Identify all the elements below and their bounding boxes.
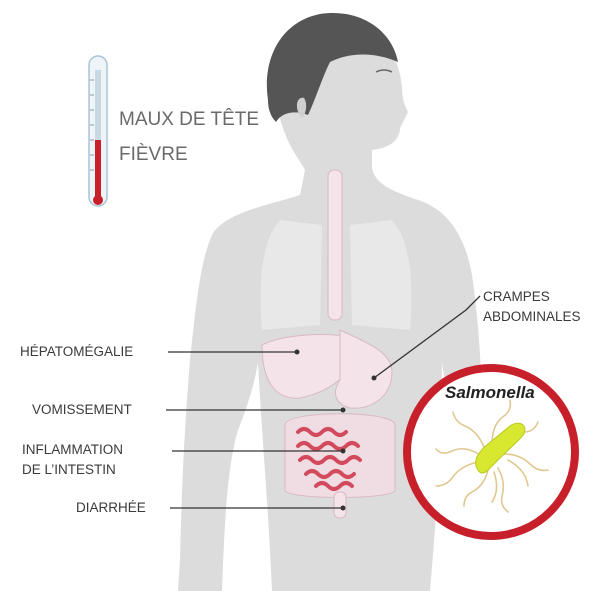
label-vomiting: VOMISSEMENT	[32, 402, 132, 417]
label-cramps-line2: ABDOMINALES	[483, 309, 581, 324]
label-inflammation-line2: DE L’INTESTIN	[22, 462, 116, 477]
thermometer-icon	[89, 56, 107, 206]
label-salmonella: Salmonella	[445, 383, 535, 402]
salmonella-inset: Salmonella	[407, 368, 575, 536]
label-headache: MAUX DE TÊTE	[119, 108, 259, 130]
label-diarrhea: DIARRHÉE	[76, 500, 146, 515]
label-inflammation-line1: INFLAMMATION	[22, 442, 123, 457]
label-cramps-line1: CRAMPES	[483, 289, 550, 304]
label-hepatomegaly: HÉPATOMÉGALIE	[20, 344, 133, 359]
rectum	[334, 492, 346, 518]
esophagus	[328, 170, 342, 320]
label-fever: FIÈVRE	[119, 144, 188, 165]
